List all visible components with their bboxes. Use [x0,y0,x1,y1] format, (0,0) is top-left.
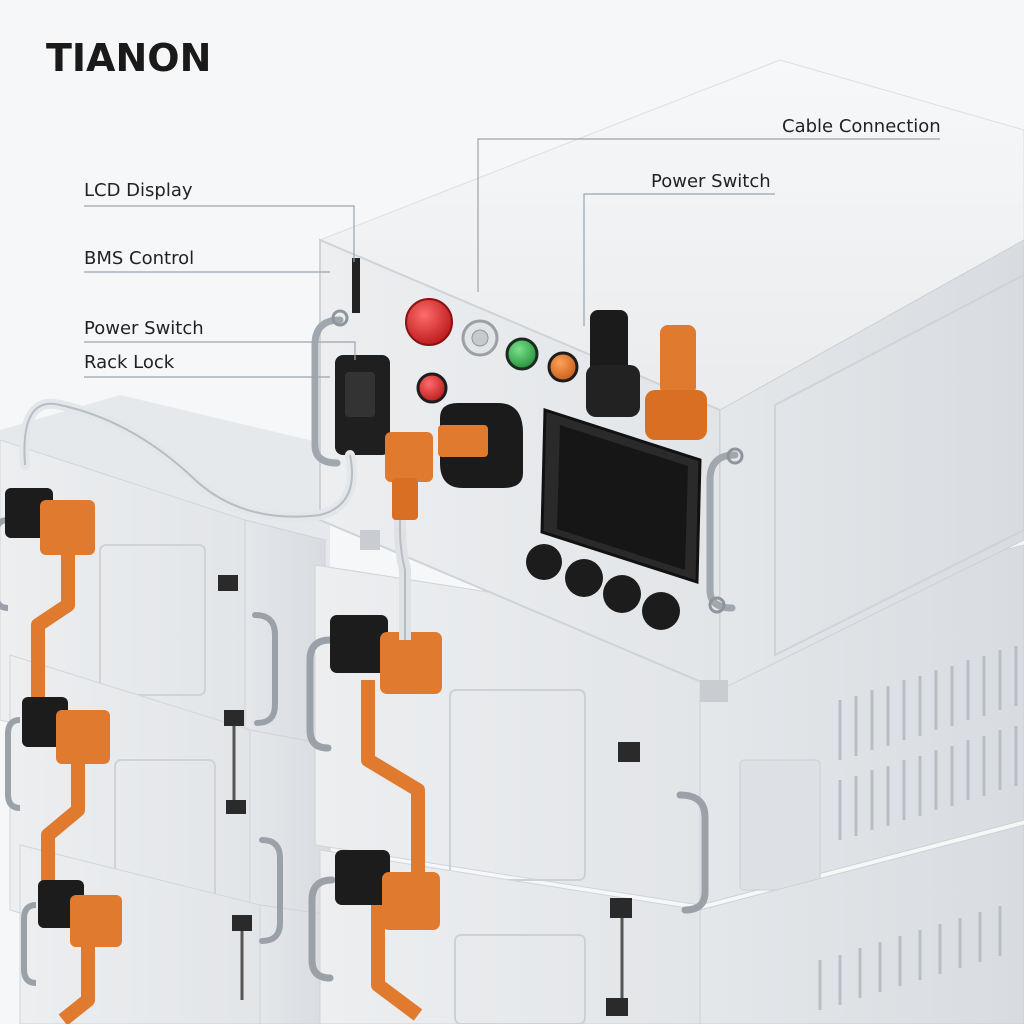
right-rack-handle[interactable] [706,451,739,612]
key-switch-icon[interactable] [461,319,499,357]
callout-power-switch-right: Power Switch [651,171,771,192]
bms-control-tab [352,258,360,313]
emergency-stop-button[interactable] [405,298,453,346]
left-rack-handle[interactable] [311,316,344,467]
callout-power-switch-left: Power Switch [84,318,204,339]
orange-indicator-button[interactable] [547,351,579,383]
green-indicator-button[interactable] [505,337,539,371]
callout-bms-control: BMS Control [84,248,195,269]
front-cable-connector[interactable] [385,432,433,640]
control-knob-4[interactable] [642,592,680,630]
main-power-switch[interactable] [438,403,523,488]
red-indicator-button[interactable] [416,372,448,404]
side-vent-slots [838,646,1018,840]
callout-lcd-display: LCD Display [84,180,193,201]
lcd-display-screen [540,407,702,585]
callout-leader-lines [84,138,940,378]
negative-cable-connector[interactable] [586,310,640,417]
callout-cable-connection: Cable Connection [782,116,941,137]
control-knob-1[interactable] [526,544,562,580]
rack-lock-switch[interactable] [335,355,390,455]
positive-cable-connector[interactable] [645,325,707,440]
control-knob-2[interactable] [565,559,603,597]
callout-rack-lock: Rack Lock [84,352,175,373]
right-module-stack [306,544,1024,1024]
control-knob-3[interactable] [603,575,641,613]
left-module-stack [0,395,331,1024]
brand-logo: TIANON [46,36,212,80]
